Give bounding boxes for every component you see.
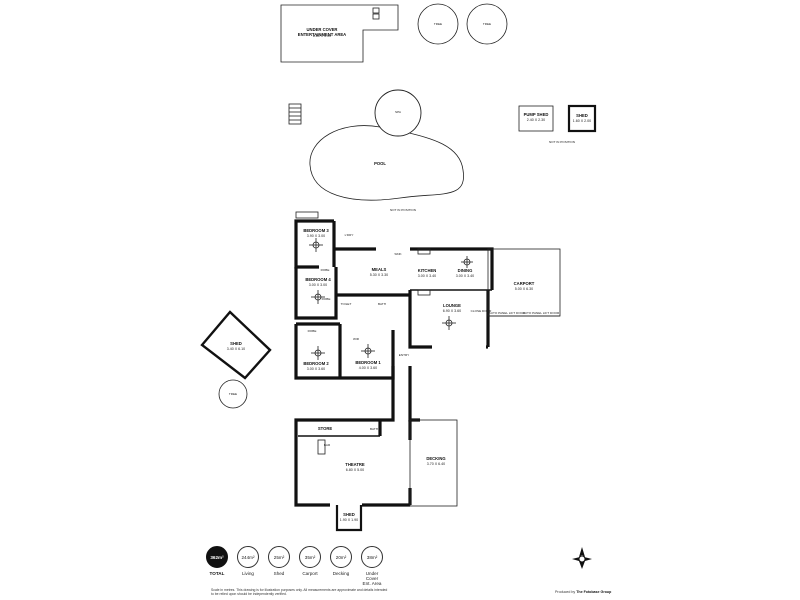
area-stat-value: 35m² bbox=[299, 546, 321, 568]
laundry-label: L'DRY bbox=[345, 233, 354, 237]
room-labels: BEDROOM 3 3.90 X 3.00 BEDROOM 4 3.00 X 3… bbox=[303, 228, 474, 522]
area-stat: 244m² Living bbox=[235, 546, 261, 576]
shed-top-label: SHED bbox=[576, 113, 588, 118]
carport: CARPORT 5.00 X 6.30 AUTO PANEL LIFT DOOR… bbox=[487, 248, 561, 317]
small-labels: L'DRY ROBE ROBE ROBE ENTRY BAR BATH WIR … bbox=[308, 233, 492, 447]
store-label: STORE bbox=[318, 426, 333, 431]
entertainment-dims: 6.80 X 5.00 bbox=[313, 34, 331, 38]
shed-top-dims: 1.60 X 2.00 bbox=[573, 119, 591, 123]
dining-dims: 3.00 X 3.40 bbox=[456, 274, 474, 278]
meals-label: MEALS bbox=[372, 267, 387, 272]
shed-side-label: SHED bbox=[230, 341, 242, 346]
bath-label: BATH bbox=[370, 427, 378, 431]
carport-dims: 5.00 X 6.30 bbox=[515, 287, 533, 291]
bedroom2-dims: 3.00 X 3.60 bbox=[307, 367, 325, 371]
area-stat: 362m² TOTAL bbox=[204, 546, 230, 576]
disclaimer: Scale in metres. This drawing is for ill… bbox=[211, 588, 388, 597]
dining-label: DINING bbox=[458, 268, 473, 273]
area-stat-value: 244m² bbox=[237, 546, 259, 568]
pump-shed-dims: 2.40 X 2.30 bbox=[527, 118, 545, 122]
spa: SPA bbox=[374, 89, 422, 137]
area-stat: 35m² Carport bbox=[297, 546, 323, 576]
robe-label: ROBE bbox=[321, 268, 330, 272]
bedroom2-label: BEDROOM 2 bbox=[303, 361, 329, 366]
area-stat-label: Decking bbox=[332, 571, 350, 576]
robe-label: ROBE bbox=[308, 329, 317, 333]
tree-label: TREE bbox=[434, 22, 442, 26]
producer-credit: Produced by The Fotobase Group bbox=[555, 590, 611, 594]
producer-prefix: Produced by bbox=[555, 590, 576, 594]
robe-label: ROBE bbox=[322, 297, 331, 301]
area-stat-label: Shed bbox=[273, 571, 285, 576]
area-stat-value: 20m² bbox=[330, 546, 352, 568]
shed-side-dims: 3.40 X 6.10 bbox=[227, 347, 245, 351]
pump-shed-label: PUMP SHED bbox=[524, 112, 549, 117]
trees-top: TREE TREE bbox=[417, 3, 508, 45]
close-door-label: CLOSE DOOR bbox=[471, 309, 492, 313]
theatre-dims: 6.80 X 5.00 bbox=[346, 468, 364, 472]
pump-shed: PUMP SHED 2.40 X 2.30 bbox=[518, 105, 554, 132]
compass-icon bbox=[568, 545, 596, 571]
decking: DECKING 3.70 X 6.40 bbox=[409, 419, 458, 507]
steps bbox=[288, 103, 302, 125]
area-stat: 20m² Decking bbox=[328, 546, 354, 576]
entry-label: ENTRY bbox=[399, 353, 409, 357]
tree-label: TREE bbox=[229, 392, 237, 396]
bar-label: BAR bbox=[324, 443, 331, 447]
area-stat: 25m² Shed bbox=[266, 546, 292, 576]
decking-dims: 3.70 X 6.40 bbox=[427, 462, 445, 466]
sink-label: SINK bbox=[394, 252, 402, 256]
carport-label: CARPORT bbox=[514, 281, 535, 286]
area-stat: 38m² Under Cover Ent. Area bbox=[359, 546, 385, 586]
shed-bottom-dims: 1.90 X 1.90 bbox=[340, 518, 358, 522]
area-stat-label: Carport bbox=[302, 571, 318, 576]
pool: POOL NOT IN POSITION bbox=[309, 125, 464, 212]
area-stat-value: 362m² bbox=[206, 546, 228, 568]
wir-label: WIR bbox=[353, 337, 360, 341]
shed-side: SHED 3.40 X 6.10 TREE bbox=[200, 310, 272, 409]
area-stat-label: TOTAL bbox=[209, 571, 225, 576]
bedroom4-label: BEDROOM 4 bbox=[305, 277, 331, 282]
bedroom3-label: BEDROOM 3 bbox=[303, 228, 329, 233]
bedroom1-dims: 4.00 X 3.60 bbox=[359, 366, 377, 370]
bedroom1-label: BEDROOM 1 bbox=[355, 360, 381, 365]
area-stat-label: Under Cover Ent. Area bbox=[362, 571, 382, 586]
shed-bottom-label: SHED bbox=[343, 512, 355, 517]
area-stat-value: 25m² bbox=[268, 546, 290, 568]
area-stat-value: 38m² bbox=[361, 546, 383, 568]
bedroom4-dims: 3.00 X 3.00 bbox=[309, 283, 327, 287]
producer-name: The Fotobase Group bbox=[576, 590, 612, 594]
not-in-position-mid: NOT IN POSITION bbox=[390, 208, 416, 212]
theatre-label: THEATRE bbox=[345, 462, 365, 467]
toilet-label: TOILET bbox=[341, 302, 352, 306]
shed-top: SHED 1.60 X 2.00 NOT IN POSITION bbox=[549, 104, 597, 144]
door-label: AUTO PANEL LIFT DOOR bbox=[489, 311, 526, 315]
lounge-dims: 6.90 X 3.60 bbox=[443, 309, 461, 313]
not-in-position-top: NOT IN POSITION bbox=[549, 140, 575, 144]
tree-label: TREE bbox=[483, 22, 491, 26]
kitchen-dims: 3.00 X 3.40 bbox=[418, 274, 436, 278]
pool-label: POOL bbox=[374, 161, 386, 166]
decking-label: DECKING bbox=[426, 456, 445, 461]
door-label: AUTO PANEL LIFT DOOR bbox=[523, 311, 560, 315]
house-walls bbox=[294, 219, 494, 532]
bath-label-2: BATH bbox=[378, 302, 386, 306]
spa-label: SPA bbox=[395, 110, 402, 114]
bedroom3-dims: 3.90 X 3.00 bbox=[307, 234, 325, 238]
area-legend: 362m² TOTAL 244m² Living 25m² Shed 35m² Carport… bbox=[204, 546, 414, 586]
lounge-label: LOUNGE bbox=[443, 303, 461, 308]
area-stat-label: Living bbox=[241, 571, 254, 576]
fixtures bbox=[295, 211, 473, 455]
meals-dims: 5.30 X 3.30 bbox=[370, 273, 388, 277]
kitchen-label: KITCHEN bbox=[418, 268, 437, 273]
